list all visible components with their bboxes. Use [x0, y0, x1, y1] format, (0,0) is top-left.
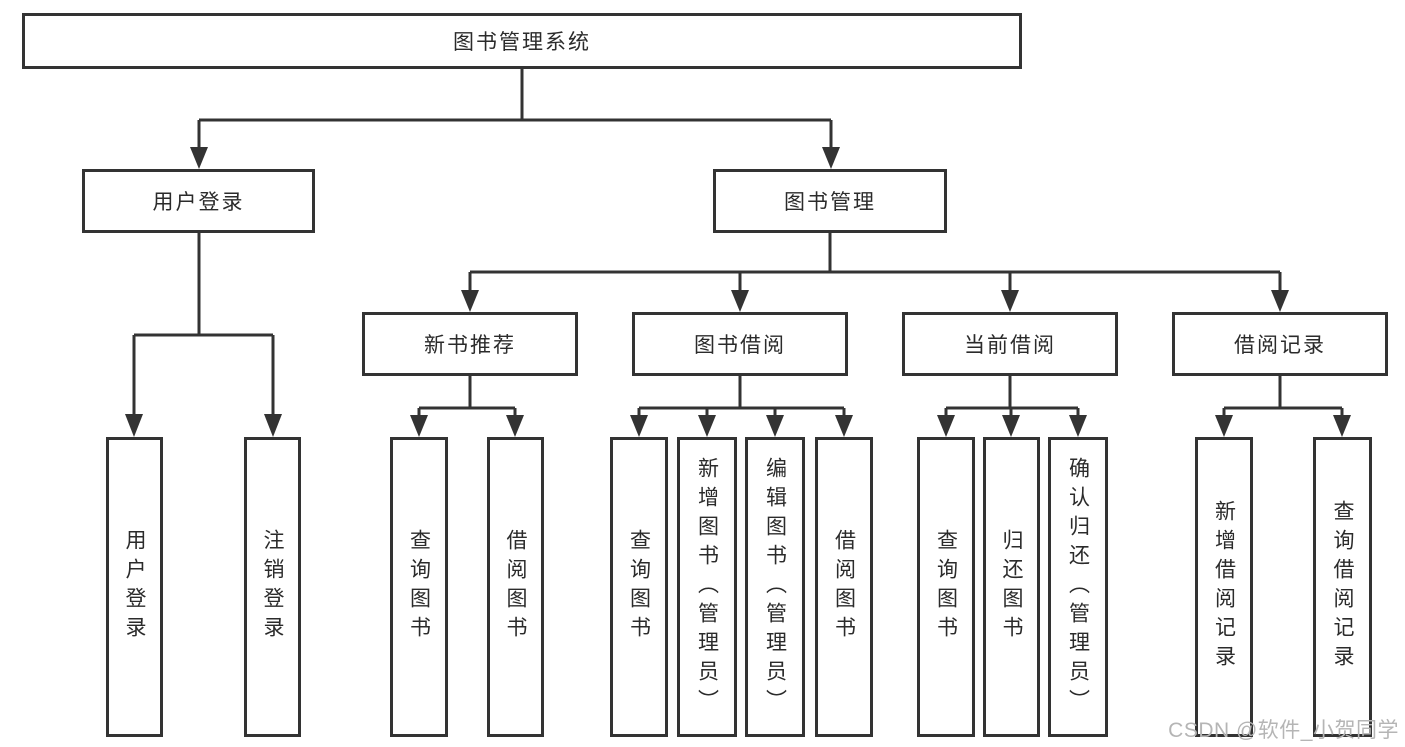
leaf-confirm-return-admin: 确认归还（管理员） — [1048, 437, 1108, 737]
node-label: 新书推荐 — [424, 334, 516, 357]
node-label: 用户登录 — [152, 191, 245, 214]
leaf-user-login: 用户登录 — [106, 437, 163, 737]
arrowhead-icons — [125, 147, 1351, 437]
leaf-add-books-admin: 新增图书（管理员） — [677, 437, 737, 737]
node-new-book-recommend: 新书推荐 — [362, 312, 578, 376]
watermark: CSDN @软件_小贺同学 — [1168, 719, 1399, 742]
node-label: 图书管理系统 — [453, 31, 591, 54]
node-borrow-records: 借阅记录 — [1172, 312, 1388, 376]
node-book-management: 图书管理 — [713, 169, 947, 233]
node-label: 查询图书 — [627, 529, 651, 645]
node-label: 用户登录 — [123, 529, 147, 645]
node-label: 图书借阅 — [694, 334, 786, 357]
node-book-borrow: 图书借阅 — [632, 312, 848, 376]
leaf-edit-books-admin: 编辑图书（管理员） — [745, 437, 805, 737]
node-label: 新增借阅记录 — [1212, 500, 1236, 674]
leaf-query-books-2: 查询图书 — [610, 437, 668, 737]
leaf-query-books-1: 查询图书 — [390, 437, 448, 737]
node-label: 借阅图书 — [504, 529, 528, 645]
node-root-library-system: 图书管理系统 — [22, 13, 1022, 69]
leaf-query-borrow-record: 查询借阅记录 — [1313, 437, 1372, 737]
node-current-borrow: 当前借阅 — [902, 312, 1118, 376]
leaf-query-books-3: 查询图书 — [917, 437, 975, 737]
node-label: 新增图书（管理员） — [695, 456, 719, 718]
node-label: 查询借阅记录 — [1331, 500, 1355, 674]
node-label: 借阅记录 — [1234, 334, 1326, 357]
node-label: 查询图书 — [934, 529, 958, 645]
leaf-borrow-books-2: 借阅图书 — [815, 437, 873, 737]
leaf-logout: 注销登录 — [244, 437, 301, 737]
node-label: 图书管理 — [784, 191, 876, 214]
node-label: 当前借阅 — [964, 334, 1056, 357]
node-label: 查询图书 — [407, 529, 431, 645]
node-label: 确认归还（管理员） — [1066, 456, 1090, 718]
node-user-login: 用户登录 — [82, 169, 315, 233]
node-label: 归还图书 — [1000, 529, 1024, 645]
leaf-return-books: 归还图书 — [983, 437, 1040, 737]
node-label: 注销登录 — [261, 529, 285, 645]
node-label: 编辑图书（管理员） — [763, 456, 787, 718]
leaf-borrow-books-1: 借阅图书 — [487, 437, 544, 737]
leaf-add-borrow-record: 新增借阅记录 — [1195, 437, 1253, 737]
node-label: 借阅图书 — [832, 529, 856, 645]
